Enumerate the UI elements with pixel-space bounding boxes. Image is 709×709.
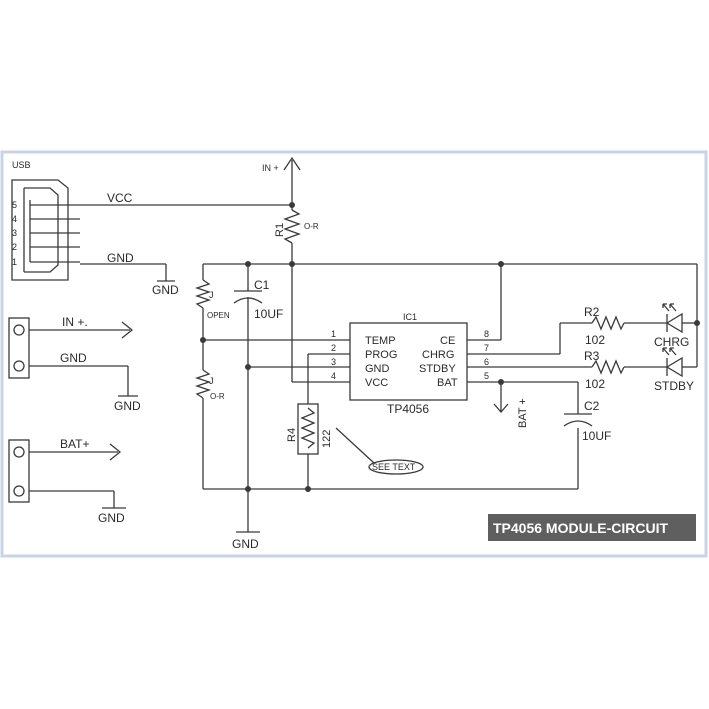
led-chrg-label: CHRG [654, 335, 689, 349]
ic-pin-name-gnd: GND [365, 363, 390, 375]
in-gnd-label: GND [60, 351, 87, 365]
usb-pin-3: 3 [12, 228, 17, 238]
ic-pin-name-chrg: CHRG [422, 349, 454, 361]
r4-value: 122 [321, 430, 333, 448]
usb-pin-2: 2 [12, 242, 17, 252]
ic-tp4056: IC1 TP4056 TEMP PROG GND VCC CE CHRG STD… [331, 312, 489, 416]
j-or-value: O-R [210, 392, 225, 401]
r4-ref: R4 [286, 428, 298, 442]
in-plus-label: IN +. [62, 315, 88, 329]
resistor-r3: R3 102 [584, 349, 625, 391]
in-plus-top: IN + [262, 156, 301, 205]
in-gnd-symbol-label: GND [114, 399, 141, 413]
resistor-r2: R2 102 [584, 305, 625, 347]
led-chrg: CHRG [654, 303, 697, 349]
ic-pin-num-2: 2 [331, 343, 336, 353]
usb-connector: USB 5 4 3 2 1 [11, 160, 80, 281]
ic-pin-name-bat: BAT [437, 377, 458, 389]
resistor-r4: R4 122 [286, 403, 333, 455]
battery-terminal-block: BAT+ GND [8, 437, 126, 525]
led-stdby-label: STDBY [654, 379, 694, 393]
usb-pin-5: 5 [12, 200, 17, 210]
bat-plus-arrow: BAT + [493, 379, 529, 428]
ic-pin-name-vcc: VCC [365, 377, 388, 389]
ic-pin-num-7: 7 [484, 343, 489, 353]
r1-ref: R1 [274, 223, 286, 237]
see-text-label: SEE TEXT [372, 462, 416, 472]
in-plus-top-label: IN + [262, 163, 279, 173]
r1-value: O-R [304, 222, 319, 231]
r3-value: 102 [585, 377, 605, 391]
c1-value: 10UF [254, 307, 283, 321]
resistor-j-open: J OPEN [194, 279, 230, 320]
usb-gnd-label: GND [107, 251, 134, 265]
capacitor-c2: C2 10UF [563, 382, 611, 443]
ic-pin-name-temp: TEMP [365, 335, 396, 347]
bat-plus-label: BAT+ [60, 437, 89, 451]
frame-border [0, 150, 708, 558]
usb-pin-4: 4 [12, 214, 17, 224]
ic-part: TP4056 [387, 402, 429, 416]
usb-gnd-symbol-label: GND [152, 283, 179, 297]
usb-label: USB [12, 160, 31, 170]
c1-ref: C1 [254, 278, 270, 292]
led-stdby: STDBY [654, 347, 697, 393]
r3-ref: R3 [584, 349, 600, 363]
bat-gnd-symbol-label: GND [98, 511, 125, 525]
input-terminal-block: IN +. GND GND [8, 315, 141, 413]
resistor-r1: R1 O-R [274, 205, 319, 264]
ic-pin-num-6: 6 [484, 357, 489, 367]
title-banner: TP4056 MODULE-CIRCUIT [488, 514, 696, 541]
usb-pin-1: 1 [12, 257, 17, 267]
usb-vcc-label: VCC [107, 191, 133, 205]
see-text-note: SEE TEXT [335, 427, 424, 475]
main-gnd-label: GND [232, 537, 259, 551]
j-or-ref: J [209, 376, 214, 386]
ic-pin-name-stdby: STDBY [419, 363, 456, 375]
ic-pin-name-ce: CE [440, 335, 455, 347]
bat-plus-arrow-label: BAT + [517, 398, 529, 428]
title-text: TP4056 MODULE-CIRCUIT [493, 520, 668, 536]
ic-pin-num-1: 1 [331, 329, 336, 339]
resistor-j-or: J O-R [194, 369, 225, 401]
j-open-value: OPEN [207, 311, 230, 320]
c2-value: 10UF [582, 429, 611, 443]
r2-ref: R2 [584, 305, 600, 319]
j-open-ref: J [209, 290, 214, 300]
ic-ref: IC1 [403, 312, 417, 322]
ic-pin-name-prog: PROG [365, 349, 397, 361]
r2-value: 102 [585, 333, 605, 347]
ic-pin-num-4: 4 [331, 371, 336, 381]
c2-ref: C2 [584, 399, 600, 413]
ic-pin-num-5: 5 [484, 371, 489, 381]
ic-pin-num-8: 8 [484, 329, 489, 339]
ic-pin-num-3: 3 [331, 357, 336, 367]
capacitor-c1: C1 10UF [233, 264, 283, 532]
